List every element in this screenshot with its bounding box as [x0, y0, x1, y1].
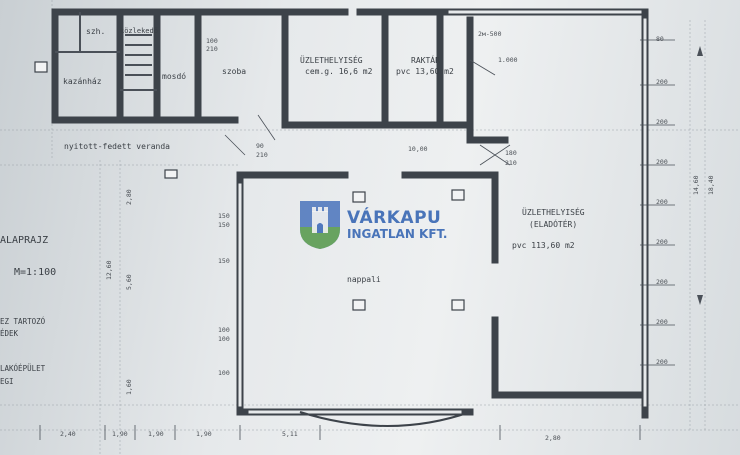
dim-left-inner-5: 100: [218, 335, 230, 343]
dim-bottom-4: 1,90: [196, 430, 212, 438]
dim-vertical-left-2: 12,60: [105, 260, 113, 280]
dim-bottom-3: 1,90: [148, 430, 164, 438]
dim-left-inner-2: 150: [218, 221, 230, 229]
dim-door-6: 210: [505, 159, 517, 167]
logo-subtitle: INGATLAN KFT.: [347, 226, 448, 241]
dim-door-2: 210: [206, 45, 218, 53]
dim-stair: 10,00: [408, 145, 428, 153]
bay-curve: [299, 411, 471, 427]
room-label-raktar: RAKTÁR: [411, 56, 440, 65]
dim-vertical-right-2: 18,40: [707, 175, 715, 195]
dim-right-8: 200: [656, 318, 668, 326]
dim-vertical-left-4: 1,60: [125, 379, 133, 395]
room-area-raktar: pvc 13,60 m2: [396, 67, 454, 76]
section-arrows: [697, 46, 703, 305]
room-area-uzlet-small: cem.g. 16,6 m2: [305, 67, 373, 76]
room-area-eladoter: pvc 113,60 m2: [512, 241, 575, 250]
dim-vertical-left-1: 2,80: [125, 189, 133, 205]
dim-vertical-right-1: 14,60: [692, 175, 700, 195]
side-note-4: EGI: [0, 377, 14, 386]
door-marks: [224, 59, 511, 166]
room-label-nappali: nappali: [347, 275, 381, 284]
dim-right-2: 200: [656, 78, 668, 86]
room-label-szh: szh.: [86, 27, 106, 36]
room-label-uzlet-small: ÜZLETHELYISÉG: [300, 56, 363, 65]
dim-right-3: 200: [656, 118, 668, 126]
plan-title: ALAPRAJZ: [0, 235, 49, 246]
dim-top-right: 2м-500: [478, 30, 502, 38]
dim-left-inner-4: 100: [218, 326, 230, 334]
dim-door-4: 210: [256, 151, 268, 159]
varkapu-logo: VÁRKAPU INGATLAN KFT.: [298, 199, 447, 251]
side-note-2: ÉDEK: [0, 329, 19, 338]
room-label-veranda: nyitott-fedett veranda: [64, 142, 170, 151]
columns: [34, 61, 465, 311]
dim-left-inner-1: 150: [218, 212, 230, 220]
wall-hatch: [238, 10, 647, 414]
castle-shield-icon: [300, 201, 340, 249]
dim-right-1: 80: [656, 35, 664, 43]
dim-left-inner-3: 150: [218, 257, 230, 265]
side-note-3: LAKÓÉPÜLET: [0, 364, 46, 373]
dim-right-7: 200: [656, 278, 668, 286]
room-label-eladoter: ÜZLETHELYISÉG: [522, 208, 585, 217]
dim-vertical-left-3: 5,60: [125, 274, 133, 290]
room-label-kazanhaz: kazánház: [63, 77, 102, 86]
dim-bottom-2: 1,90: [112, 430, 128, 438]
room-label-szoba: szoba: [222, 67, 247, 76]
dim-right-9: 200: [656, 358, 668, 366]
plan-scale: M=1:100: [14, 267, 57, 278]
logo-name: VÁRKAPU: [347, 208, 442, 229]
dim-door-1: 100: [206, 37, 218, 45]
room-label-kozlekedo: közlekedő: [120, 27, 158, 35]
side-note-1: EZ TARTOZÓ: [0, 317, 46, 326]
room-label-mosdo: mosdó: [162, 72, 187, 81]
bottom-dimension-ticks: [39, 425, 641, 440]
dim-door-5: 180: [505, 149, 517, 157]
dim-door-3: 90: [256, 142, 264, 150]
dim-right-6: 200: [656, 238, 668, 246]
dim-right-4: 200: [656, 158, 668, 166]
dim-bottom-6: 2,80: [545, 434, 561, 442]
right-dimension-ticks: [640, 39, 675, 366]
room-label-eladoter-sub: (ELADÓTÉR): [529, 220, 578, 229]
dim-right-5: 200: [656, 198, 668, 206]
dim-mid-top: 1.000: [498, 56, 518, 64]
partitions: [55, 12, 157, 91]
dim-bottom-1: 2,40: [60, 430, 76, 438]
dim-left-inner-6: 100: [218, 369, 230, 377]
dim-bottom-5: 5,11: [282, 430, 298, 438]
